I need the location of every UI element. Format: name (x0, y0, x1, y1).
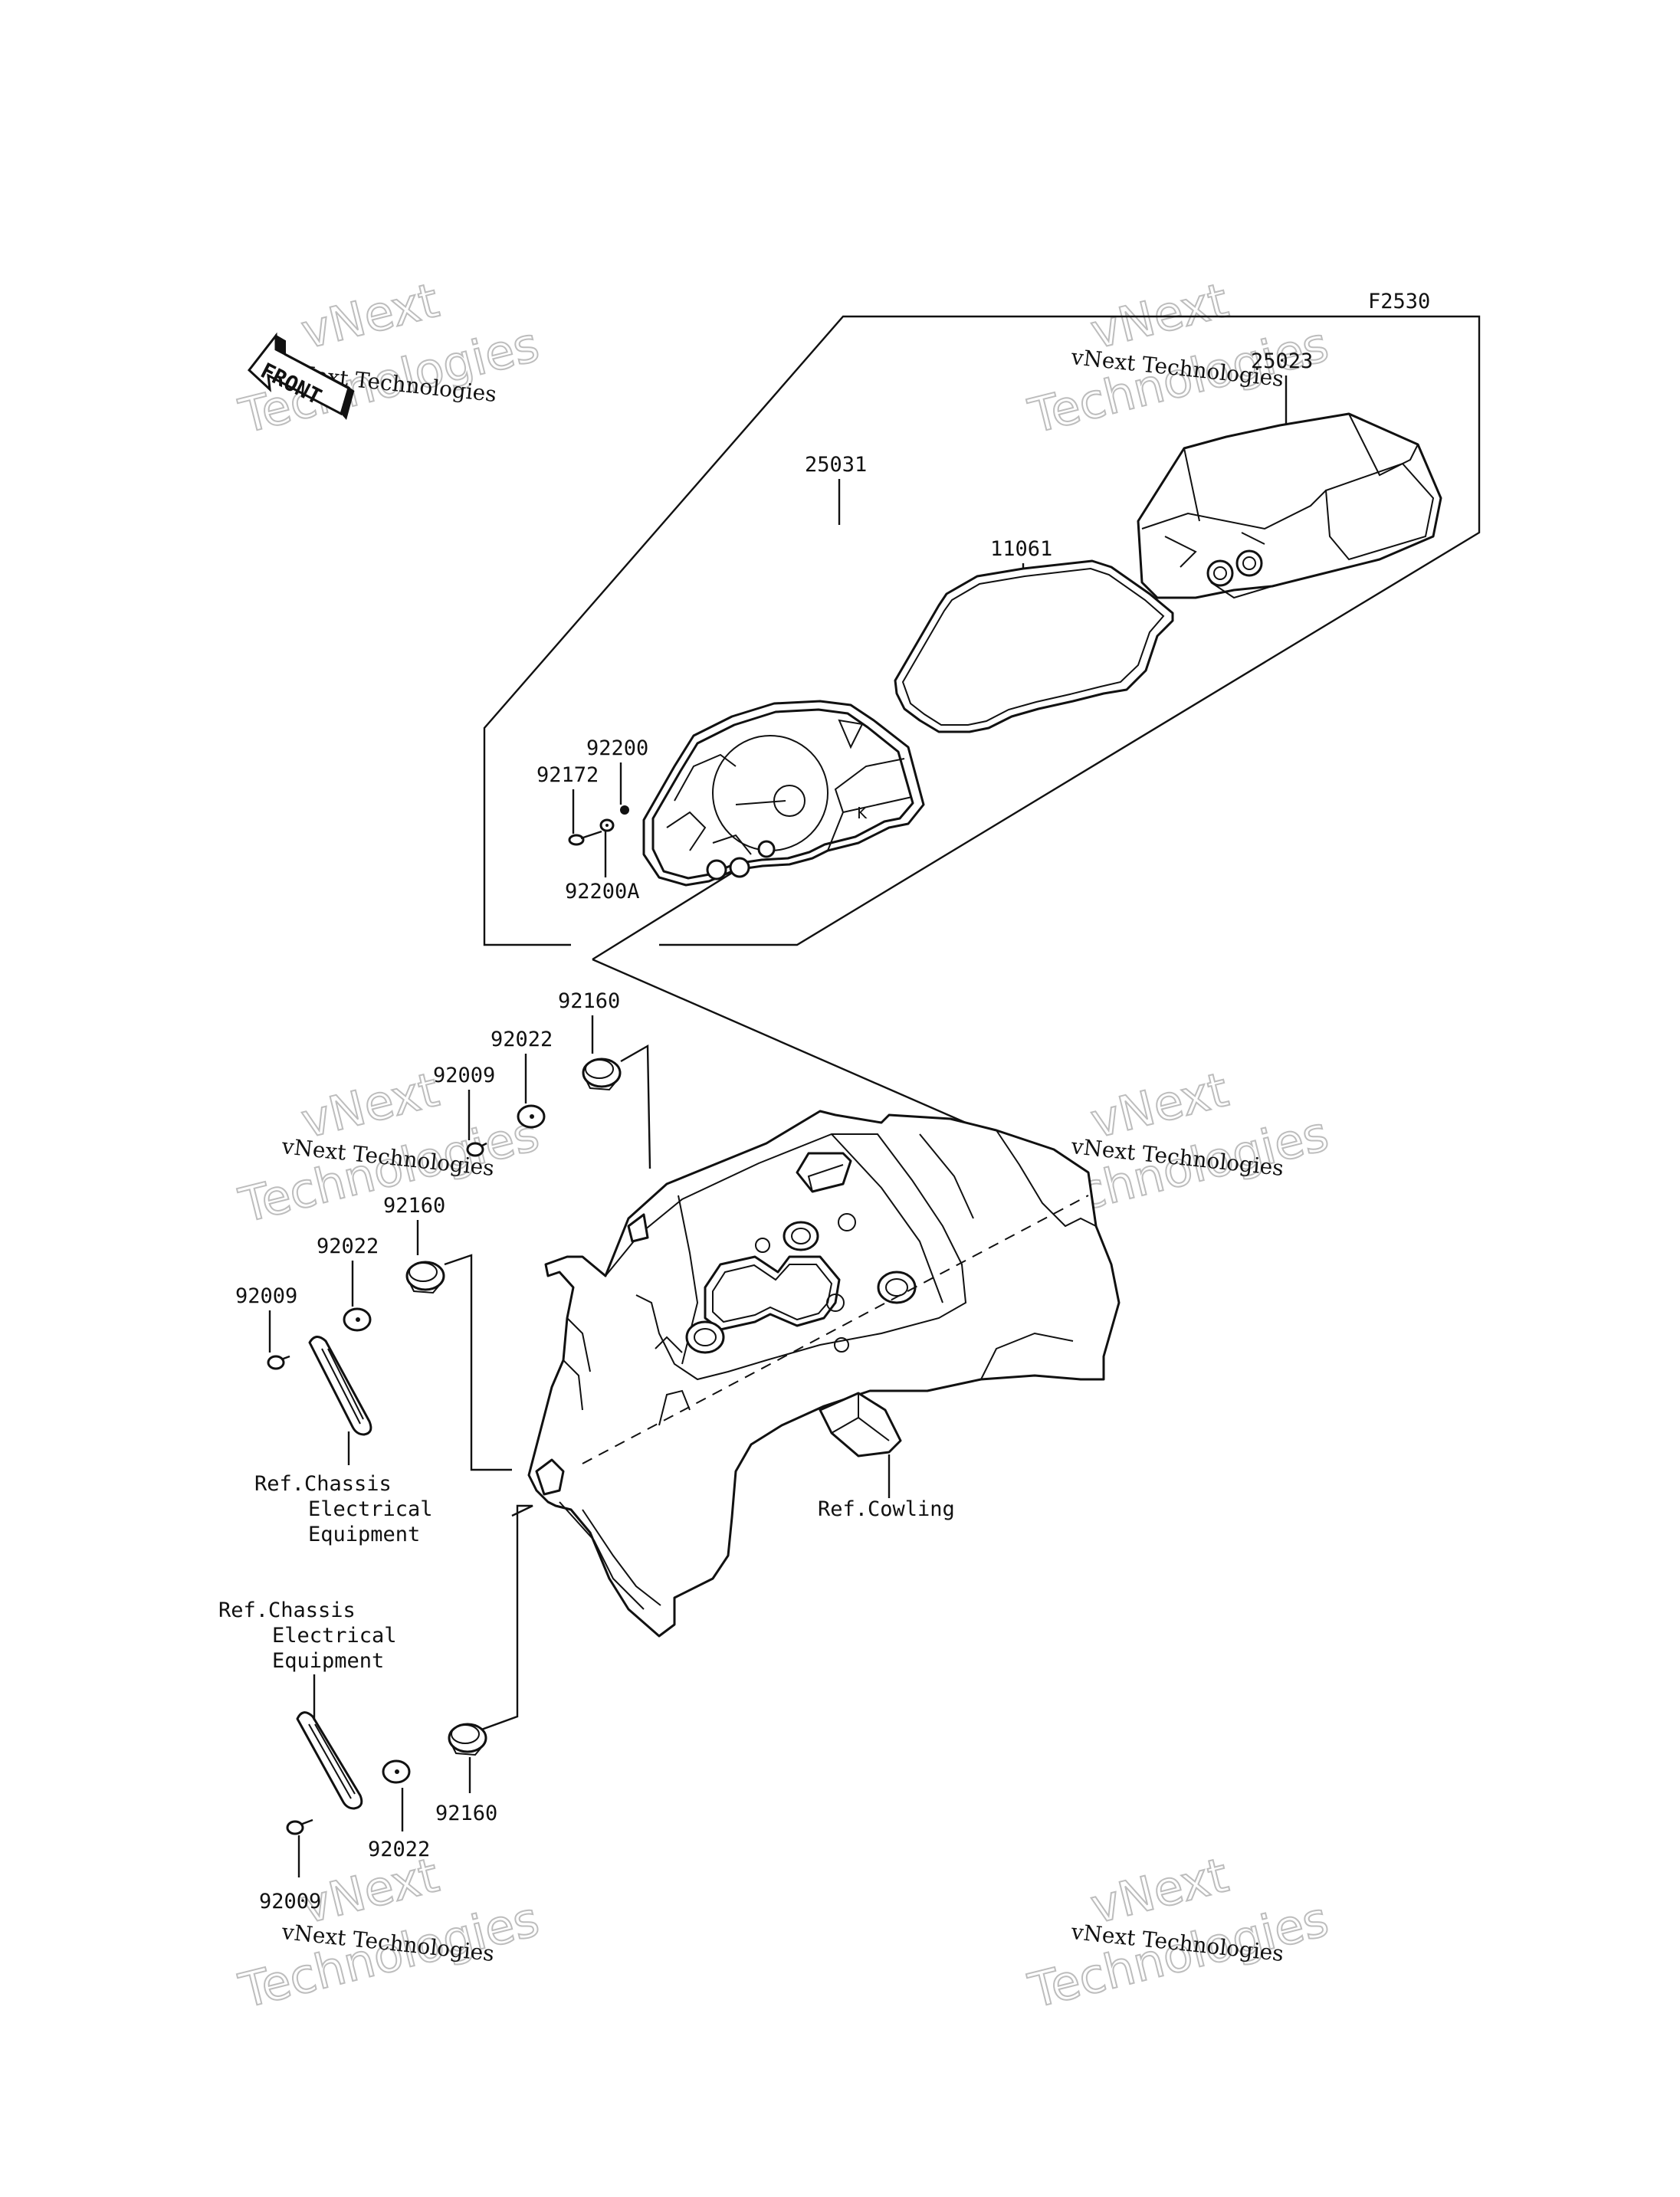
label-92009-bot: 92009 (259, 1890, 321, 1913)
label-92009-mid: 92009 (235, 1284, 297, 1308)
chassis-bracket-mid-icon (308, 1336, 372, 1436)
label-92022-mid: 92022 (317, 1235, 379, 1258)
ref-cowling: Ref.Cowling (818, 1497, 955, 1521)
label-92022-top: 92022 (491, 1028, 553, 1051)
grommet-bot-icon (448, 1723, 487, 1756)
screw-92172-icon (568, 830, 602, 846)
washer-92200-icon (620, 805, 629, 815)
ref-chassis-mid-line2: Electrical (308, 1497, 433, 1521)
label-92172: 92172 (536, 763, 599, 787)
grommet-top-icon (582, 1058, 622, 1091)
label-92200A: 92200A (565, 880, 640, 903)
gasket (894, 559, 1174, 733)
chassis-bracket-bot-icon (296, 1711, 363, 1810)
label-92160-bot: 92160 (435, 1802, 497, 1825)
label-92022-bot: 92022 (368, 1838, 430, 1861)
bolt-mid-icon (267, 1355, 290, 1370)
label-92160-mid: 92160 (383, 1194, 445, 1218)
ref-chassis-bot-line2: Electrical (272, 1624, 397, 1648)
bolt-bot-icon (286, 1818, 313, 1835)
watermark-bottom-left: vNext Technologies vNext Technologies (233, 1846, 545, 2020)
label-25023: 25023 (1251, 349, 1313, 373)
figure-code: F2530 (1368, 290, 1430, 313)
label-92200: 92200 (586, 736, 648, 760)
washer-top-icon (517, 1104, 546, 1129)
meter-logo-icon: K (857, 804, 868, 822)
label-25031: 25031 (805, 453, 867, 477)
ref-chassis-bot-line1: Ref.Chassis (218, 1599, 356, 1622)
grommet-mid-icon (405, 1261, 445, 1294)
washer-92200A-icon (599, 818, 615, 832)
ref-chassis-bot-line3: Equipment (272, 1649, 384, 1673)
front-cowl-panel (527, 1110, 1121, 1638)
cowling-bracket-icon (819, 1392, 902, 1458)
washer-mid-icon (343, 1307, 372, 1332)
label-92160-top: 92160 (558, 989, 620, 1013)
washer-bot-icon (382, 1759, 411, 1784)
meter-unit: K (642, 700, 925, 887)
watermark-bottom-right: vNext Technologies vNext Technologies (1022, 1846, 1334, 2020)
ref-chassis-mid-line3: Equipment (308, 1523, 420, 1546)
bolt-top-icon (466, 1142, 487, 1157)
label-11061: 11061 (990, 537, 1052, 561)
label-92009-top: 92009 (433, 1064, 495, 1087)
ref-chassis-mid-line1: Ref.Chassis (254, 1472, 392, 1496)
meter-cover (1137, 412, 1442, 599)
